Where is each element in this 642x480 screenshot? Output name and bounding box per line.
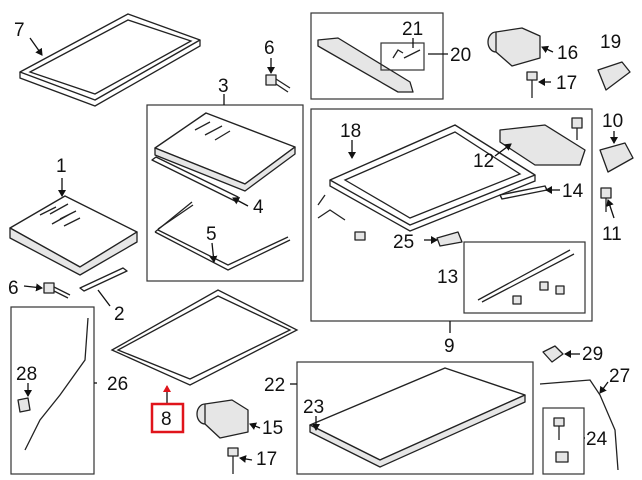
wiring-18 (317, 194, 346, 221)
callout-11: 11 (602, 224, 622, 245)
callout-16: 16 (557, 43, 578, 64)
callout-5: 5 (206, 224, 217, 245)
strip-2 (79, 267, 128, 292)
callout-1: 1 (56, 156, 67, 177)
callout-22: 22 (264, 375, 285, 396)
group-box-26 (10, 306, 95, 475)
deflector-20 (317, 37, 414, 93)
glass-assembly-1 (9, 195, 138, 276)
callout-15: 15 (262, 418, 283, 439)
callout-18: 18 (340, 121, 361, 142)
group-box-3 (146, 104, 304, 282)
screw-17-bottom (227, 447, 239, 474)
callout-21: 21 (402, 19, 423, 40)
bracket-10 (599, 142, 634, 173)
callout-3: 3 (218, 76, 229, 97)
clip-21 (392, 49, 421, 59)
sunshade-22 (309, 367, 526, 468)
module-19 (597, 61, 631, 91)
drain-tube-27 (539, 379, 619, 471)
callout-10: 10 (602, 111, 623, 132)
callout-17-top: 17 (556, 73, 577, 94)
callout-20: 20 (450, 45, 471, 66)
callout-25: 25 (393, 232, 414, 253)
seal-8 (110, 289, 299, 386)
callout-27: 27 (609, 366, 630, 387)
callout-29: 29 (582, 344, 603, 365)
screw-9 (571, 117, 583, 140)
clip-28 (17, 397, 31, 413)
callout-6-top: 6 (264, 38, 275, 59)
glass-panel-7 (19, 13, 201, 107)
bracket-12 (499, 124, 586, 166)
callout-12: 12 (473, 151, 494, 172)
group-box-9 (310, 108, 593, 322)
drain-tube-26 (24, 317, 89, 451)
seal-4 (151, 156, 239, 202)
leader-lines (23, 37, 618, 463)
connector-9 (354, 231, 366, 241)
callout-2: 2 (114, 304, 125, 325)
callout-14: 14 (562, 181, 584, 202)
callout-8: 8 (161, 409, 172, 430)
screws-24 (553, 417, 569, 463)
callout-7: 7 (14, 20, 25, 41)
frame-18 (329, 124, 536, 232)
callout-19: 19 (600, 32, 621, 53)
group-box-13 (463, 241, 586, 314)
motor-16 (487, 27, 541, 67)
drive-cable-13 (477, 249, 575, 305)
callout-4: 4 (253, 197, 264, 218)
bolt-6-left (43, 282, 71, 299)
group-box-24 (542, 407, 585, 475)
group-box-20 (310, 12, 444, 100)
frame-5 (154, 201, 291, 271)
callout-9: 9 (444, 336, 455, 357)
clip-11 (600, 187, 612, 212)
callout-13: 13 (437, 267, 458, 288)
callout-17-bottom: 17 (256, 449, 277, 470)
bolt-6-top (265, 74, 291, 93)
screw-17-top (526, 71, 538, 98)
group-box-22 (296, 361, 534, 475)
clip-29 (542, 345, 564, 363)
callout-24: 24 (586, 429, 608, 450)
callout-23: 23 (303, 397, 324, 418)
bracket-25 (436, 231, 463, 247)
callout-26: 26 (107, 374, 128, 395)
callout-6-left: 6 (8, 278, 19, 299)
callout-28: 28 (16, 364, 37, 385)
glass-panel-3 (154, 112, 296, 192)
motor-15 (196, 399, 249, 439)
parts-box-21 (380, 42, 425, 71)
highlight-box-8 (150, 402, 185, 434)
